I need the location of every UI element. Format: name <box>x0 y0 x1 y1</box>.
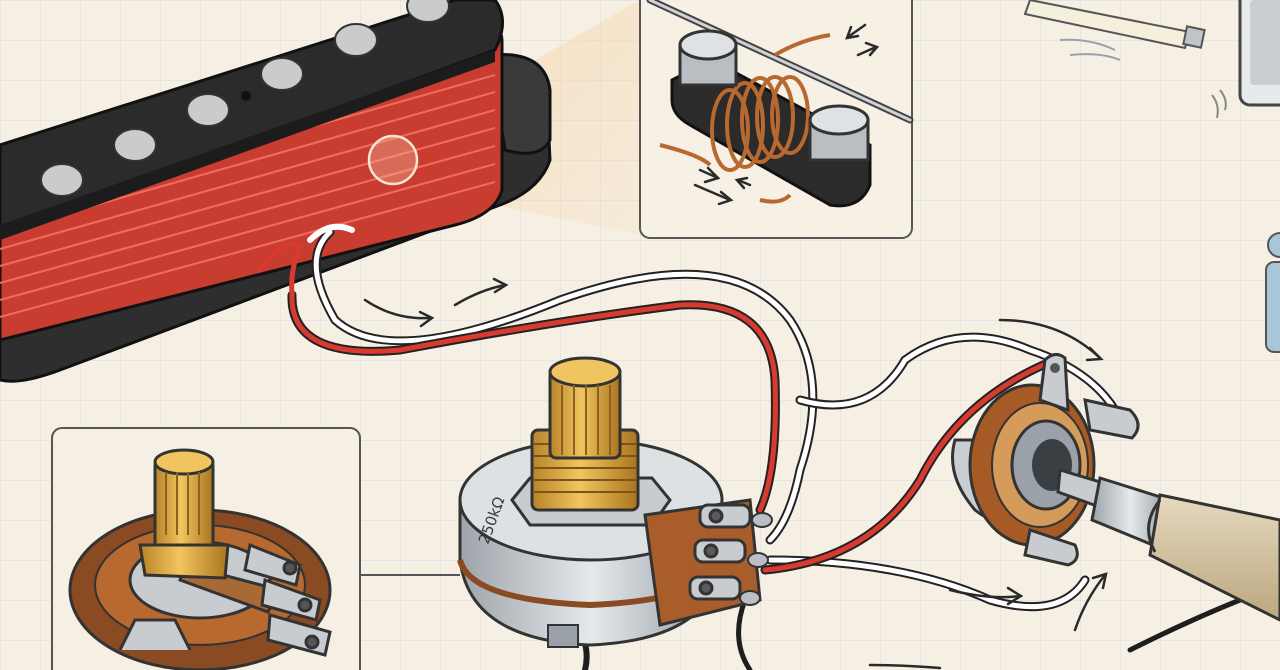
black-wire <box>1127 597 1243 653</box>
guitar-cable-plug <box>1056 468 1280 622</box>
jack-tip-lug <box>1038 353 1070 413</box>
coil-windings <box>0 73 496 319</box>
red-wire <box>762 359 1053 573</box>
white-wire <box>767 557 1088 610</box>
red-wire <box>289 292 778 513</box>
fluorescent-tube <box>1023 0 1206 61</box>
pole-pieces <box>40 0 450 197</box>
pot-lugs <box>688 503 752 601</box>
jack-ground-lug <box>1023 528 1079 567</box>
pole-piece <box>334 23 378 57</box>
inset-pole-piece <box>678 29 738 87</box>
single-coil-pickup <box>0 0 552 383</box>
output-jack <box>951 353 1140 567</box>
pole-piece <box>260 57 304 91</box>
jack-sleeve-lug <box>1083 398 1140 440</box>
pot-lug <box>698 503 752 529</box>
plug-handle <box>1148 493 1280 622</box>
pickup-lead-white <box>307 223 355 243</box>
pole-piece <box>406 0 450 23</box>
pickup-lead-red <box>257 241 304 298</box>
coil-closeup-inset <box>639 0 914 239</box>
inset-pot-lugs <box>243 542 332 657</box>
pot-lug <box>688 575 742 601</box>
pot-cutaway-inset <box>51 427 460 670</box>
pole-piece <box>113 128 157 162</box>
field-arrows <box>693 23 880 206</box>
signal-flow-arrows <box>363 277 1108 670</box>
white-wire <box>797 334 1118 413</box>
pole-piece <box>186 93 230 127</box>
wires <box>257 223 1243 670</box>
pot-lug <box>693 538 747 564</box>
person-icon <box>1265 232 1280 353</box>
phone-icon <box>1211 0 1280 119</box>
solder-joints <box>739 512 773 606</box>
pole-piece <box>40 163 84 197</box>
black-wire <box>736 597 753 670</box>
white-wire <box>313 229 816 543</box>
copper-coil <box>710 75 810 172</box>
inset-pole-piece <box>808 104 870 162</box>
volume-potentiometer: 250kΩ <box>457 356 773 648</box>
magnifier-circle <box>367 134 419 186</box>
